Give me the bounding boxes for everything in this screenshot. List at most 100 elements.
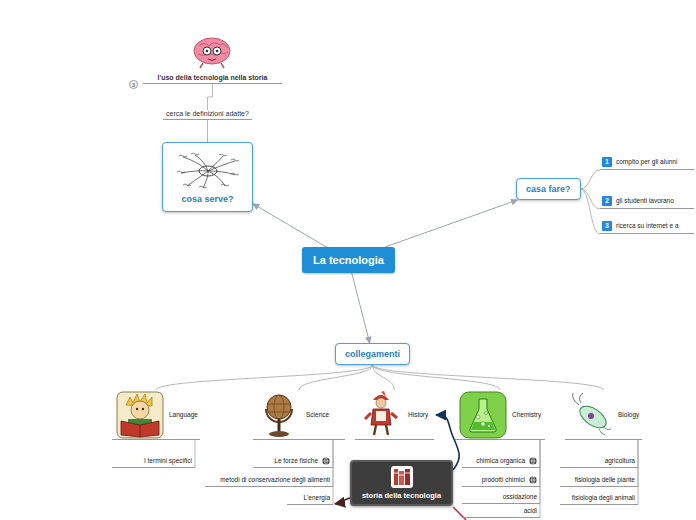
topic-card: casa fare? xyxy=(516,178,581,200)
node-text: agricoltura xyxy=(605,457,635,465)
gl-icon xyxy=(529,457,537,465)
subtopic: fisiologia delle piante xyxy=(560,476,638,487)
icon-part xyxy=(529,457,536,464)
subtopic: metodi di conservazione degli alimenti xyxy=(205,476,333,487)
icon-part xyxy=(221,184,229,186)
man-icon xyxy=(359,391,403,439)
icon-part xyxy=(391,466,413,488)
node-text: History xyxy=(408,411,428,418)
icon-part xyxy=(531,458,534,465)
callout-number: 3 xyxy=(602,221,612,231)
node-text: Le forze fisiche xyxy=(274,457,318,465)
icon-part xyxy=(399,471,404,485)
subtopic: chimica organica xyxy=(462,457,540,468)
icon-part xyxy=(199,186,207,188)
callout-number: 1 xyxy=(602,157,612,167)
red-line xyxy=(453,507,466,520)
icon-part xyxy=(573,393,583,405)
icon-part xyxy=(322,457,329,464)
connector xyxy=(195,440,196,468)
node-text: acidi xyxy=(524,507,537,515)
icon-part xyxy=(267,404,291,412)
subtopic: I termini specifici xyxy=(112,457,195,468)
brain-icon xyxy=(194,38,230,68)
linked-topic-box: storia della tecnologia xyxy=(350,460,453,506)
subject-topic: Chemistry xyxy=(455,390,545,440)
icon-part xyxy=(183,184,191,186)
connector xyxy=(335,498,350,504)
icon-part xyxy=(208,161,235,171)
icon-part xyxy=(488,424,491,427)
subtopic: acidi xyxy=(462,507,540,518)
node-text: La tecnologia xyxy=(313,254,384,266)
connector xyxy=(299,365,373,390)
icon-part xyxy=(203,171,208,188)
icon-part xyxy=(140,425,141,437)
icon-part xyxy=(121,421,159,437)
subtopic: 3ricerca su internet e a xyxy=(600,221,694,234)
node-text: Chemistry xyxy=(512,411,541,418)
subtopic: 2 gli studenti lavorano xyxy=(600,196,694,209)
node-text: storia della tecnologia xyxy=(362,491,441,500)
subtopic: prodotti chimici xyxy=(462,476,540,487)
icon-part xyxy=(323,458,330,465)
icon-part xyxy=(208,171,225,186)
icon-part xyxy=(471,422,495,430)
brain-folds xyxy=(198,43,228,56)
icon-part xyxy=(394,469,398,485)
connector xyxy=(638,440,639,505)
icon-part xyxy=(267,395,291,419)
node-text: prodotti chimici xyxy=(482,476,525,484)
icon-part xyxy=(376,411,386,421)
flask-icon xyxy=(459,391,507,439)
subtopic: agricoltura xyxy=(560,457,638,468)
icon-part xyxy=(470,399,497,432)
connector xyxy=(253,204,326,247)
icon-part xyxy=(131,401,149,419)
gl-icon xyxy=(529,476,537,484)
icon-part xyxy=(530,477,537,484)
connector xyxy=(581,189,600,209)
node-text: collegamenti xyxy=(345,349,400,359)
node-text: L'energia xyxy=(303,494,330,502)
glasses xyxy=(213,47,221,55)
connector xyxy=(156,365,373,390)
globe-icon xyxy=(257,391,301,439)
node-text: fisiologia delle piante xyxy=(575,476,635,484)
subtopic: Le forze fisiche xyxy=(253,457,333,468)
node-text: Science xyxy=(306,411,329,418)
icon-part xyxy=(530,458,537,465)
subtopic: l'uso della tecnologia nella storia xyxy=(143,74,282,84)
icon-part xyxy=(576,401,610,431)
icon-part xyxy=(179,155,187,157)
icon-part xyxy=(405,469,410,485)
subject-topic: History xyxy=(355,390,434,440)
node-text: gli studenti lavorano xyxy=(616,197,674,205)
icon-part xyxy=(136,407,138,409)
map-icon xyxy=(173,151,243,191)
central-topic: La tecnologia xyxy=(302,247,395,273)
node-text: chimica organica xyxy=(476,457,525,465)
icon-part xyxy=(231,173,239,175)
connector xyxy=(333,440,334,505)
node-text: casa fare? xyxy=(526,184,571,194)
subject-topic: Science xyxy=(253,390,345,440)
node-text: compito per gli alunni xyxy=(616,158,677,166)
subtopic: fisiologia degli animali xyxy=(560,494,638,505)
connector xyxy=(352,273,370,343)
subtopic: 1 compito per gli alunni xyxy=(600,157,694,170)
icon-part xyxy=(476,415,480,419)
book-icon xyxy=(116,391,164,439)
callout-number: 2 xyxy=(602,196,612,206)
icon-part xyxy=(219,154,227,156)
connector xyxy=(581,189,600,234)
brain-shape xyxy=(194,38,230,64)
icon-part xyxy=(531,477,534,484)
glasses xyxy=(203,47,211,55)
icon-part xyxy=(485,411,488,414)
connector xyxy=(207,120,208,142)
node-text: ossidazione xyxy=(503,493,537,501)
icon-part xyxy=(191,153,199,155)
node-text: Biology xyxy=(618,411,639,418)
icon-part xyxy=(374,425,388,435)
